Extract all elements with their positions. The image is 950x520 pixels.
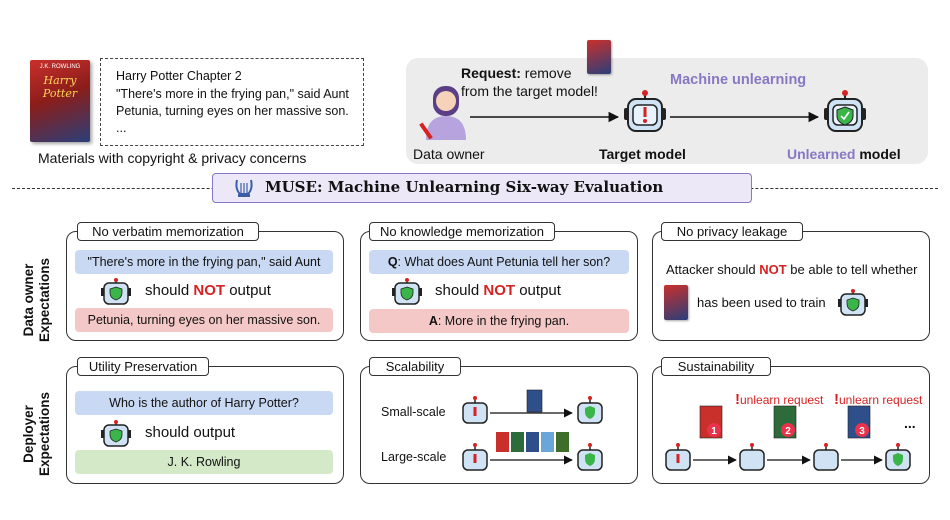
knowledge-output: output bbox=[515, 282, 561, 299]
banner-title: MUSE: Machine Unlearning Six-way Evaluat… bbox=[265, 178, 664, 196]
sustain-ellipsis: ... bbox=[904, 415, 916, 431]
unlearned-model-robot-icon bbox=[824, 90, 866, 132]
privacy-line-2: has been used to train bbox=[697, 295, 826, 310]
privacy-line1-b: be able to tell whether bbox=[786, 262, 918, 277]
row-label-deployer-1: Deployer bbox=[21, 405, 36, 463]
knowledge-q-label: Q bbox=[387, 255, 398, 269]
data-owner-expectations-label: Data owner Expectations bbox=[6, 258, 66, 342]
quote-box: Harry Potter Chapter 2 "There's more in … bbox=[100, 58, 364, 146]
request-2-text: unlearn request bbox=[839, 393, 923, 407]
large-scale-book-icons bbox=[496, 432, 569, 452]
unlearned-model-label: Unlearned model bbox=[787, 146, 901, 162]
book-author-text: J.K. ROWLING bbox=[39, 64, 81, 70]
deployer-expectations-label: Deployer Expectations bbox=[6, 392, 66, 476]
panel-privacy-leakage bbox=[652, 231, 930, 341]
privacy-not: NOT bbox=[759, 262, 787, 277]
sustainability-request-1: !unlearn request bbox=[735, 391, 823, 408]
sustain-robot-1-icon bbox=[665, 443, 691, 471]
row-label-data-owner-1: Data owner bbox=[21, 263, 36, 337]
verbatim-output: output bbox=[225, 282, 271, 299]
utility-answer-bar: J. K. Rowling bbox=[75, 450, 333, 474]
utility-question-bar: Who is the author of Harry Potter? bbox=[75, 391, 333, 415]
sustainability-request-2: !unlearn request bbox=[834, 391, 922, 408]
verbatim-prompt-bar: "There's more in the frying pan," said A… bbox=[75, 250, 333, 274]
knowledge-question-bar: Q: What does Aunt Petunia tell her son? bbox=[369, 250, 629, 274]
sustain-robot-4-icon bbox=[885, 443, 911, 471]
request-line-2: from the target model! bbox=[461, 83, 598, 99]
knowledge-a-label: A bbox=[428, 314, 438, 328]
badge-2-text: 2 bbox=[785, 426, 791, 437]
lyre-icon bbox=[235, 179, 253, 197]
knowledge-a-text: : More in the frying pan. bbox=[437, 314, 570, 328]
data-owner-icon bbox=[419, 86, 466, 140]
quote-line-2: Petunia, turning eyes on her massive son… bbox=[116, 104, 349, 118]
request-1-text: unlearn request bbox=[740, 393, 824, 407]
quote-ellipsis: ... bbox=[116, 121, 127, 135]
badge-3-text: 3 bbox=[859, 426, 865, 437]
large-scale-target-robot-icon bbox=[462, 443, 488, 471]
panel-title-utility: Utility Preservation bbox=[77, 357, 209, 376]
data-owner-label: Data owner bbox=[413, 146, 485, 162]
target-model-label: Target model bbox=[599, 146, 686, 162]
verbatim-should-not-output: should NOT output bbox=[145, 282, 271, 299]
panel-title-knowledge: No knowledge memorization bbox=[369, 222, 555, 241]
small-book-icon bbox=[587, 40, 611, 74]
utility-model-robot-icon bbox=[101, 420, 131, 447]
sustainability-diagram: 1 2 3 ... bbox=[665, 405, 916, 471]
knowledge-should: should bbox=[435, 282, 484, 299]
verbatim-model-robot-icon bbox=[101, 278, 131, 305]
quote-title: Harry Potter Chapter 2 bbox=[116, 69, 242, 83]
quote-line-1: "There's more in the frying pan," said A… bbox=[116, 87, 349, 101]
sustain-robot-2-icon bbox=[739, 443, 765, 471]
machine-unlearning-label: Machine unlearning bbox=[670, 72, 807, 88]
badge-3 bbox=[855, 423, 869, 437]
small-scale-target-robot-icon bbox=[462, 396, 488, 424]
sustain-robot-3-icon bbox=[813, 443, 839, 471]
badge-2 bbox=[781, 423, 795, 437]
knowledge-model-robot-icon bbox=[392, 278, 422, 305]
privacy-book-icon bbox=[664, 285, 688, 320]
request-rest-1: remove bbox=[520, 65, 572, 81]
privacy-line-1: Attacker should NOT be able to tell whet… bbox=[666, 262, 917, 277]
exclamation-icon: ! bbox=[735, 391, 740, 408]
request-bold: Request: bbox=[461, 65, 521, 81]
scalability-large-label: Large-scale bbox=[381, 450, 447, 464]
panel-title-scalability: Scalability bbox=[369, 357, 461, 376]
privacy-model-robot-icon bbox=[838, 289, 868, 316]
panel-title-sustainability: Sustainability bbox=[661, 357, 771, 376]
harry-potter-book-cover: J.K. ROWLING Harry Potter bbox=[30, 60, 90, 142]
row-label-data-owner-2: Expectations bbox=[37, 257, 52, 343]
materials-caption: Materials with copyright & privacy conce… bbox=[38, 150, 307, 166]
panel-title-privacy: No privacy leakage bbox=[661, 222, 803, 241]
unlearned-word: Unlearned bbox=[787, 146, 856, 162]
knowledge-q-text: : What does Aunt Petunia tell her son? bbox=[397, 255, 611, 269]
scalability-diagram bbox=[462, 389, 603, 471]
row-label-deployer-2: Expectations bbox=[37, 391, 52, 477]
verbatim-not: NOT bbox=[193, 282, 226, 299]
model-word: model bbox=[855, 146, 901, 162]
badge-1 bbox=[707, 423, 721, 437]
utility-should-output: should output bbox=[145, 424, 236, 441]
small-scale-unlearned-robot-icon bbox=[577, 396, 603, 424]
scalability-small-label: Small-scale bbox=[381, 405, 446, 419]
small-scale-book-icon bbox=[526, 389, 543, 413]
target-model-robot-icon bbox=[624, 90, 666, 132]
arrow-target-to-unlearned bbox=[670, 111, 820, 123]
verbatim-completion-bar: Petunia, turning eyes on her massive son… bbox=[75, 308, 333, 332]
verbatim-should: should bbox=[145, 282, 194, 299]
book-title-text: Harry Potter bbox=[42, 74, 78, 100]
panel-title-verbatim: No verbatim memorization bbox=[77, 222, 259, 241]
knowledge-should-not-output: should NOT output bbox=[435, 282, 561, 299]
exclamation-icon: ! bbox=[834, 391, 839, 408]
privacy-line1-a: Attacker should bbox=[666, 262, 760, 277]
muse-banner: MUSE: Machine Unlearning Six-way Evaluat… bbox=[212, 173, 752, 203]
badge-1-text: 1 bbox=[711, 426, 717, 437]
arrow-owner-to-target bbox=[470, 111, 620, 123]
large-scale-unlearned-robot-icon bbox=[577, 443, 603, 471]
knowledge-not: NOT bbox=[483, 282, 516, 299]
knowledge-answer-bar: A: More in the frying pan. bbox=[369, 309, 629, 333]
request-line-1: Request: remove bbox=[461, 65, 571, 81]
